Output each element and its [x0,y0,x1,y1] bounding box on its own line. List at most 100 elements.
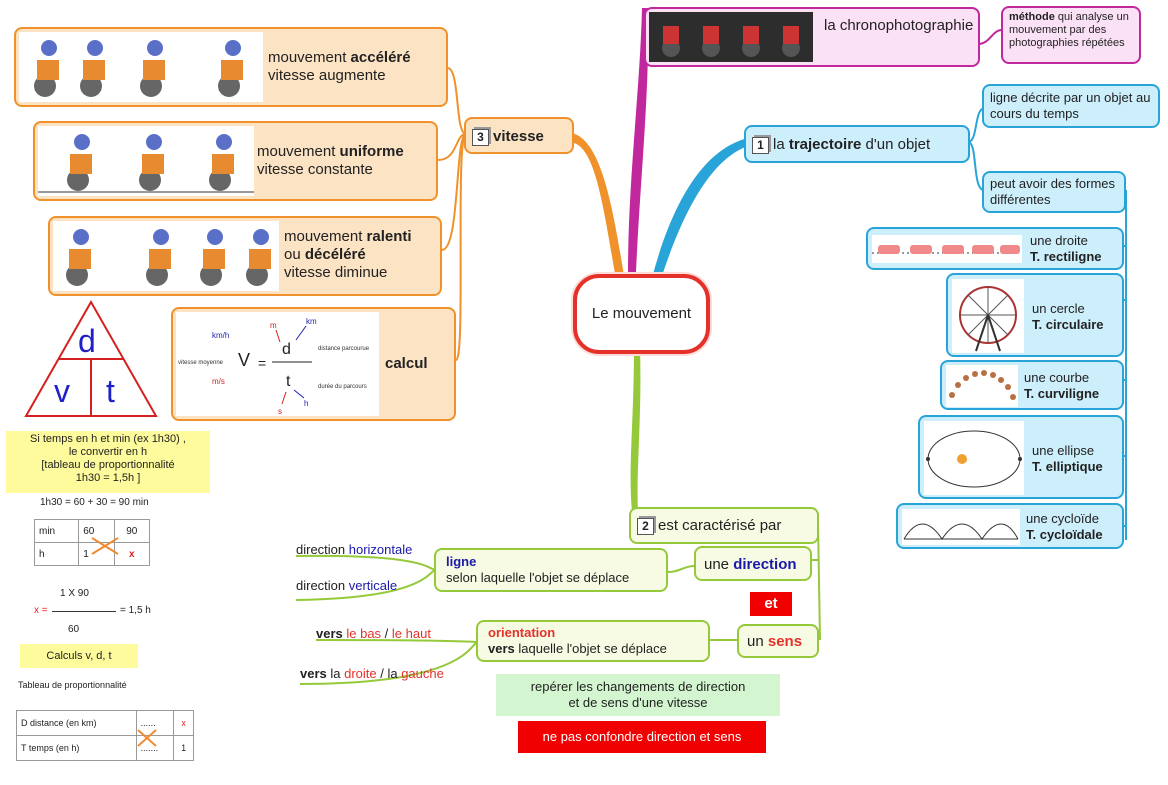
t2-c02: x [173,710,194,736]
formula-dp: distance parcourue [318,346,370,352]
ellipse-orbit-image [924,421,1024,495]
formula-vm: vitesse moyenne [178,360,224,366]
trajectoire-pre: la [773,136,789,153]
uniform-pre: mouvement [257,143,340,160]
formula-km: km [306,317,317,326]
trajectoire-def[interactable]: ligne décrite par un objet au cours du t… [982,84,1160,128]
dir-v: verticale [348,578,398,593]
traj-droite-l2: T. rectiligne [1030,249,1102,264]
motorbikes-decelerating-image [53,221,279,291]
triangle-v: v [54,373,70,409]
number-3-icon: 3 [472,129,489,146]
droite: droite [344,666,377,681]
vitesse-label: vitesse [493,128,544,145]
t1-c02: 90 [113,519,151,543]
dir-v-pre: direction [296,578,349,593]
chrono-title: la chronophotographie [824,17,974,34]
formula-t: t [286,373,291,390]
dvt-triangle: d v t [24,300,158,417]
cross-arrow-icon-2 [137,729,157,747]
branch-caracterise [630,346,641,512]
gauche: gauche [401,666,444,681]
bas: le bas [342,626,382,641]
t2-c00: D distance (en km) [16,710,137,736]
curve-image [946,365,1018,407]
trajectoire-formes[interactable]: peut avoir des formes différentes [982,171,1126,213]
direction-bold: direction [733,556,797,573]
bas-haut: vers le bas / le haut [316,626,431,642]
conv-equation: 1h30 = 60 + 30 = 90 min [40,497,149,508]
number-1-icon: 1 [752,137,769,154]
chrono-note-bold: méthode [1009,11,1055,23]
bas-slash: / [381,626,392,641]
orient-vers: vers [488,641,515,656]
central-topic-label: Le mouvement [591,305,692,322]
reperer-l2: et de sens d'une vitesse [568,695,708,710]
t1-c00: min [33,519,80,543]
prop-table-title: Tableau de proportionnalité [18,680,127,690]
calcul-node[interactable]: km/h vitesse moyenne V m/s = d t m km di… [171,307,456,421]
traj-cycloide-l1: une cycloïde [1026,511,1099,526]
trajectoire-bold: trajectoire [788,136,862,153]
speed-formula-image: km/h vitesse moyenne V m/s = d t m km di… [176,312,379,416]
conversion-note: Si temps en h et min (ex 1h30) , le conv… [6,431,210,493]
uniform-bold: uniforme [339,143,404,160]
traj-courbe-l2: T. curviligne [1024,386,1100,401]
formula-ms: m/s [212,377,225,386]
branch-vitesse [572,133,624,280]
sens-node[interactable]: un sens [737,624,819,658]
traj-ellipse-l1: une ellipse [1032,443,1095,458]
frac-den: 60 [68,624,80,635]
formula-kmh: km/h [212,331,229,340]
orientation-node[interactable]: orientation vers laquelle l'objet se dép… [476,620,710,662]
direction-pre: une [704,556,734,573]
t2-c10: T temps (en h) [16,735,137,761]
dir-horizontale: direction horizontale [296,542,412,558]
chrono-note[interactable]: méthode qui analyse un mouvement par des… [1001,6,1141,64]
formula-V: V [238,350,250,370]
prop-table-2: D distance (en km)......x T temps (en h)… [16,710,194,761]
droite-vers: vers [300,666,327,681]
frac-num: 1 X 90 [60,588,89,599]
central-topic[interactable]: Le mouvement [573,274,710,354]
dir-h-pre: direction [296,542,349,557]
formula-h: h [304,399,308,408]
formula-dur: durée du parcours [318,384,367,390]
direction-node[interactable]: une direction [694,546,812,581]
orient-bold: orientation [488,625,556,640]
formula-s: s [278,407,282,416]
ligne-bold: ligne [446,554,477,569]
t1-c10: h [33,542,80,566]
conv-line-4: 1h30 = 1,5h ] [75,472,141,484]
formula-d: d [282,341,291,358]
conv-line-1: Si temps en h et min (ex 1h30) , [30,433,186,445]
sens-pre: un [747,633,768,650]
cross-arrow-icon [91,537,119,555]
ligne-node[interactable]: ligne selon laquelle l'objet se déplace [434,548,668,592]
traj-cercle-l2: T. circulaire [1032,317,1104,332]
t2-c12: 1 [173,735,194,761]
branch-chrono [628,8,649,272]
ferris-wheel-image [952,279,1024,353]
et-badge: et [750,592,792,616]
chrono-node[interactable]: la chronophotographie [644,7,980,67]
ligne-rest: selon laquelle l'objet se déplace [446,570,630,585]
traj-cercle-l1: un cercle [1032,301,1085,316]
haut: le haut [391,626,431,641]
traj-cycloide-l2: T. cycloïdale [1026,527,1103,542]
warning-note: ne pas confondre direction et sens [518,721,766,753]
formula-eq: = [258,355,266,371]
